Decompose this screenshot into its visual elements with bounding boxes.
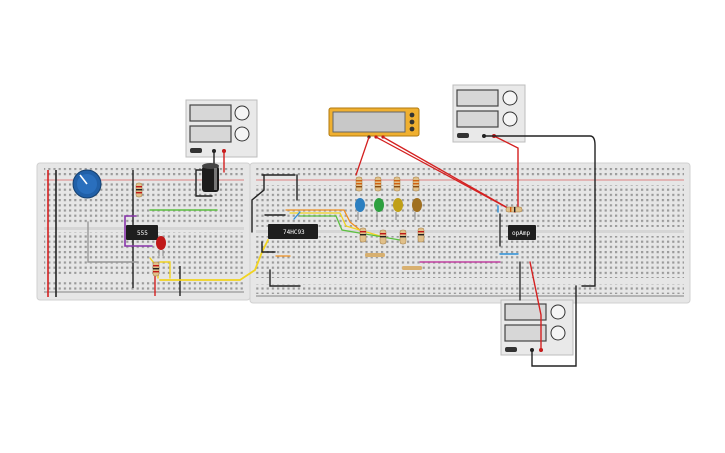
power-supply-1[interactable] (185, 99, 258, 158)
supply-2-switch[interactable] (457, 133, 469, 138)
resistor-bottom-2[interactable] (379, 229, 387, 245)
supply-1-knob-current[interactable] (234, 126, 250, 142)
chip-opamp[interactable]: opAmp (508, 225, 536, 240)
chip-74hc93[interactable]: 74HC93 (268, 224, 318, 239)
supply-wires (195, 135, 596, 367)
resistor-opamp[interactable] (505, 206, 523, 213)
multimeter[interactable] (328, 107, 420, 139)
led-green[interactable] (374, 198, 384, 220)
supply-1-switch[interactable] (190, 148, 202, 153)
power-supply-3[interactable] (500, 299, 574, 356)
led-yellow[interactable] (393, 198, 403, 220)
supply-2-knob-voltage[interactable] (502, 90, 518, 106)
led-blue[interactable] (355, 198, 365, 220)
potentiometer[interactable] (72, 169, 102, 199)
supply-2-knob-current[interactable] (502, 111, 518, 127)
resistor-top-1[interactable] (355, 176, 363, 192)
resistor-top-2[interactable] (374, 176, 382, 192)
supply-3-knob-voltage[interactable] (550, 304, 566, 320)
led-brown[interactable] (412, 198, 422, 220)
supply-3-knob-current[interactable] (550, 325, 566, 341)
chip-74hc93-label: 74HC93 (283, 229, 305, 236)
supply-1-knob-voltage[interactable] (234, 105, 250, 121)
chip-opamp-label: opAmp (512, 230, 530, 237)
resistor-left-2[interactable] (152, 261, 160, 277)
counter-wires (251, 174, 519, 287)
led-red[interactable] (156, 236, 166, 256)
resistor-bottom-1[interactable] (359, 227, 367, 243)
chip-555-label: 555 (137, 230, 148, 237)
chip-555[interactable]: 555 (126, 225, 158, 240)
resistor-horizontal-1[interactable] (365, 253, 385, 257)
supply-3-switch[interactable] (505, 347, 517, 352)
resistor-top-4[interactable] (412, 176, 420, 192)
resistor-bottom-4[interactable] (417, 227, 425, 243)
resistor-bottom-3[interactable] (399, 229, 407, 245)
meter-dial-2[interactable] (409, 119, 415, 125)
capacitor[interactable] (202, 163, 219, 192)
power-supply-2[interactable] (452, 84, 526, 143)
resistor-horizontal-2[interactable] (402, 266, 422, 270)
meter-dial-1[interactable] (409, 112, 415, 118)
meter-dial-3[interactable] (409, 126, 415, 132)
resistor-left-1[interactable] (135, 182, 143, 198)
resistor-top-3[interactable] (393, 176, 401, 192)
